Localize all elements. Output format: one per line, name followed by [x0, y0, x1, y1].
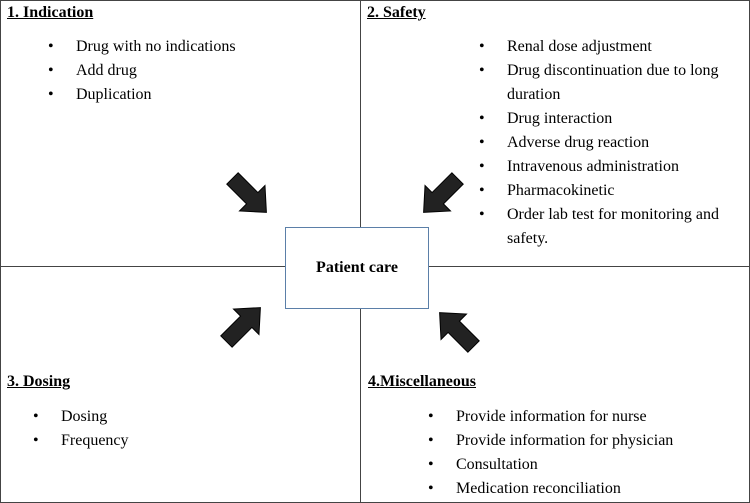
- arrow-indication: [219, 165, 280, 226]
- list-item: Order lab test for monitoring and safety…: [479, 203, 744, 251]
- dosing-list: Dosing Frequency: [33, 405, 333, 453]
- indication-list: Drug with no indications Add drug Duplic…: [48, 35, 348, 107]
- list-item: Provide information for physician: [428, 429, 738, 453]
- list-item: Consultation: [428, 453, 738, 477]
- arrow-misc: [426, 299, 487, 360]
- safety-list: Renal dose adjustment Drug discontinuati…: [479, 35, 744, 251]
- patient-care-label: Patient care: [316, 259, 398, 276]
- misc-heading: 4.Miscellaneous: [368, 373, 476, 390]
- misc-list: Provide information for nurse Provide in…: [428, 405, 738, 501]
- indication-heading: 1. Indication: [7, 4, 94, 21]
- list-item: Pharmacokinetic: [479, 179, 744, 203]
- list-item: Renal dose adjustment: [479, 35, 744, 59]
- list-item: Drug with no indications: [48, 35, 348, 59]
- list-item: Medication reconciliation: [428, 477, 738, 501]
- safety-heading: 2. Safety: [367, 4, 426, 21]
- arrow-dosing: [213, 294, 274, 355]
- list-item: Drug discontinuation due to long duratio…: [479, 59, 744, 107]
- list-item: Provide information for nurse: [428, 405, 738, 429]
- list-item: Intravenous administration: [479, 155, 744, 179]
- list-item: Add drug: [48, 59, 348, 83]
- list-item: Drug interaction: [479, 107, 744, 131]
- list-item: Frequency: [33, 429, 333, 453]
- patient-care-box: Patient care: [285, 227, 429, 309]
- list-item: Dosing: [33, 405, 333, 429]
- dosing-heading: 3. Dosing: [7, 373, 71, 390]
- list-item: Adverse drug reaction: [479, 131, 744, 155]
- list-item: Duplication: [48, 83, 348, 107]
- arrow-safety: [410, 165, 471, 226]
